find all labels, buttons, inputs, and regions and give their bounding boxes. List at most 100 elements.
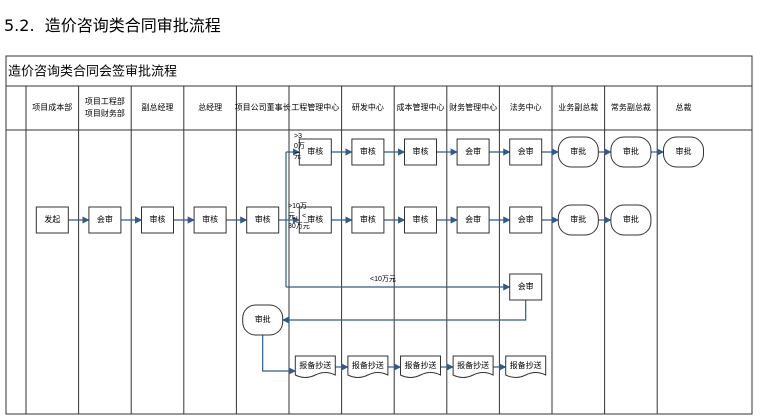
node-legal_mid: 会审	[509, 206, 543, 234]
node-label: 审核	[307, 146, 323, 156]
lane-header-vp: 副总经理	[142, 102, 174, 112]
node-label: 会审	[97, 214, 113, 224]
process-box	[404, 138, 437, 166]
process-box	[351, 206, 385, 234]
node-bizvp_mid: 审批	[557, 204, 599, 236]
process-box	[509, 206, 543, 234]
node-start: 发起	[35, 206, 69, 234]
node-label: 审核	[413, 146, 429, 156]
process-box	[509, 138, 543, 166]
process-box	[456, 138, 490, 166]
lane-header-proj_eng: 项目财务部	[85, 108, 125, 118]
node-pres_top: 审批	[663, 136, 704, 168]
process-box	[404, 206, 437, 234]
node-fin_mid: 会审	[456, 206, 490, 234]
branch-label-under-100k: <10万元	[370, 275, 396, 283]
node-legal_low: 会审	[509, 273, 543, 301]
node-label: 报备抄送	[510, 360, 542, 370]
node-eng_cc: 报备抄送	[294, 355, 336, 378]
node-label: 审核	[255, 214, 271, 224]
lane-header-eng_mgmt: 工程管理中心	[291, 102, 339, 112]
lane-header-fin_mgmt: 财务管理中心	[449, 102, 497, 112]
process-box	[141, 206, 174, 234]
process-box	[88, 206, 122, 234]
edge-legal-to-approve	[281, 300, 527, 324]
lane-header-biz_vp: 业务副总裁	[558, 102, 598, 112]
node-fin_top: 会审	[456, 138, 490, 166]
diagram-title: 造价咨询类合同会签审批流程	[8, 63, 177, 78]
node-label: 审核	[413, 214, 429, 224]
branch-label-100k-300k: 元，<	[288, 212, 306, 220]
terminal-box	[663, 136, 704, 168]
lane-header-proj_eng: 项目工程部	[85, 96, 125, 106]
node-fin_cc: 报备抄送	[452, 355, 494, 378]
lane-header-rnd: 研发中心	[352, 102, 384, 112]
lane-header-chair: 项目公司董事长	[235, 102, 291, 112]
document-box	[452, 355, 494, 378]
node-label: 会审	[518, 281, 534, 291]
node-rnd_top: 审核	[351, 138, 385, 166]
terminal-box	[610, 136, 652, 168]
node-label: 报备抄送	[299, 360, 331, 370]
document-box	[294, 355, 336, 378]
node-label: 审批	[623, 214, 639, 224]
branch-label-100k-300k: >10万	[288, 202, 307, 210]
node-label: 报备抄送	[457, 360, 489, 370]
node-label: 发起	[44, 214, 60, 224]
process-box	[246, 206, 280, 234]
branch-label-over-300k: 0万	[294, 142, 305, 150]
process-box	[509, 273, 543, 301]
process-box	[351, 138, 385, 166]
process-box	[298, 138, 332, 166]
node-label: 会审	[465, 146, 481, 156]
edge-approve-to-cc	[262, 335, 297, 375]
node-cost_cc: 报备抄送	[400, 355, 441, 378]
node-label: 会审	[518, 146, 534, 156]
terminal-box	[610, 204, 652, 236]
terminal-box	[557, 136, 599, 168]
section-heading: 5.2. 造价咨询类合同审批流程	[4, 12, 221, 36]
node-execvp_mid: 审批	[610, 204, 652, 236]
node-countersign1: 会审	[88, 206, 122, 234]
node-label: 审核	[360, 214, 376, 224]
process-box	[193, 206, 227, 234]
section-title: 造价咨询类合同审批流程	[44, 16, 221, 35]
node-chair_approve: 审批	[242, 304, 284, 336]
node-label: 报备抄送	[352, 360, 384, 370]
node-cost_mid: 审核	[404, 206, 437, 234]
terminal-box	[242, 304, 284, 336]
node-eng_mid: 审核	[298, 206, 332, 234]
node-label: 审批	[570, 214, 586, 224]
lane-header-president: 总裁	[676, 102, 692, 112]
lane-header-exec_vp: 常务副总裁	[611, 102, 651, 112]
node-bizvp_top: 审批	[557, 136, 599, 168]
node-label: 会审	[518, 214, 534, 224]
node-label: 审核	[360, 146, 376, 156]
lane-header-legal: 法务中心	[510, 102, 542, 112]
node-execvp_top: 审批	[610, 136, 652, 168]
node-label: 报备抄送	[405, 360, 437, 370]
node-label: 审核	[150, 214, 166, 224]
node-gm_review: 审核	[193, 206, 227, 234]
node-label: 审批	[623, 146, 639, 156]
node-cost_top: 审核	[404, 138, 437, 166]
node-label: 会审	[465, 214, 481, 224]
branch-label-over-300k: >3	[294, 133, 302, 140]
branch-label-100k-300k: 30万元	[288, 222, 310, 230]
document-box	[400, 355, 441, 378]
node-chair_review: 审核	[246, 206, 280, 234]
node-eng_top: 审核	[298, 138, 332, 166]
node-rnd_cc: 报备抄送	[347, 355, 389, 378]
lane-header-proj_cost: 项目成本部	[32, 102, 72, 112]
node-vp_review: 审核	[141, 206, 174, 234]
process-box	[35, 206, 69, 234]
node-label: 审核	[202, 214, 218, 224]
node-label: 审批	[255, 314, 271, 324]
process-box	[456, 206, 490, 234]
lane-header-cost_mgmt: 成本管理中心	[397, 102, 445, 112]
node-label: 审核	[307, 214, 323, 224]
node-legal_cc: 报备抄送	[505, 355, 547, 378]
lane-header-gm: 总经理	[198, 102, 222, 112]
node-label: 审批	[570, 146, 586, 156]
